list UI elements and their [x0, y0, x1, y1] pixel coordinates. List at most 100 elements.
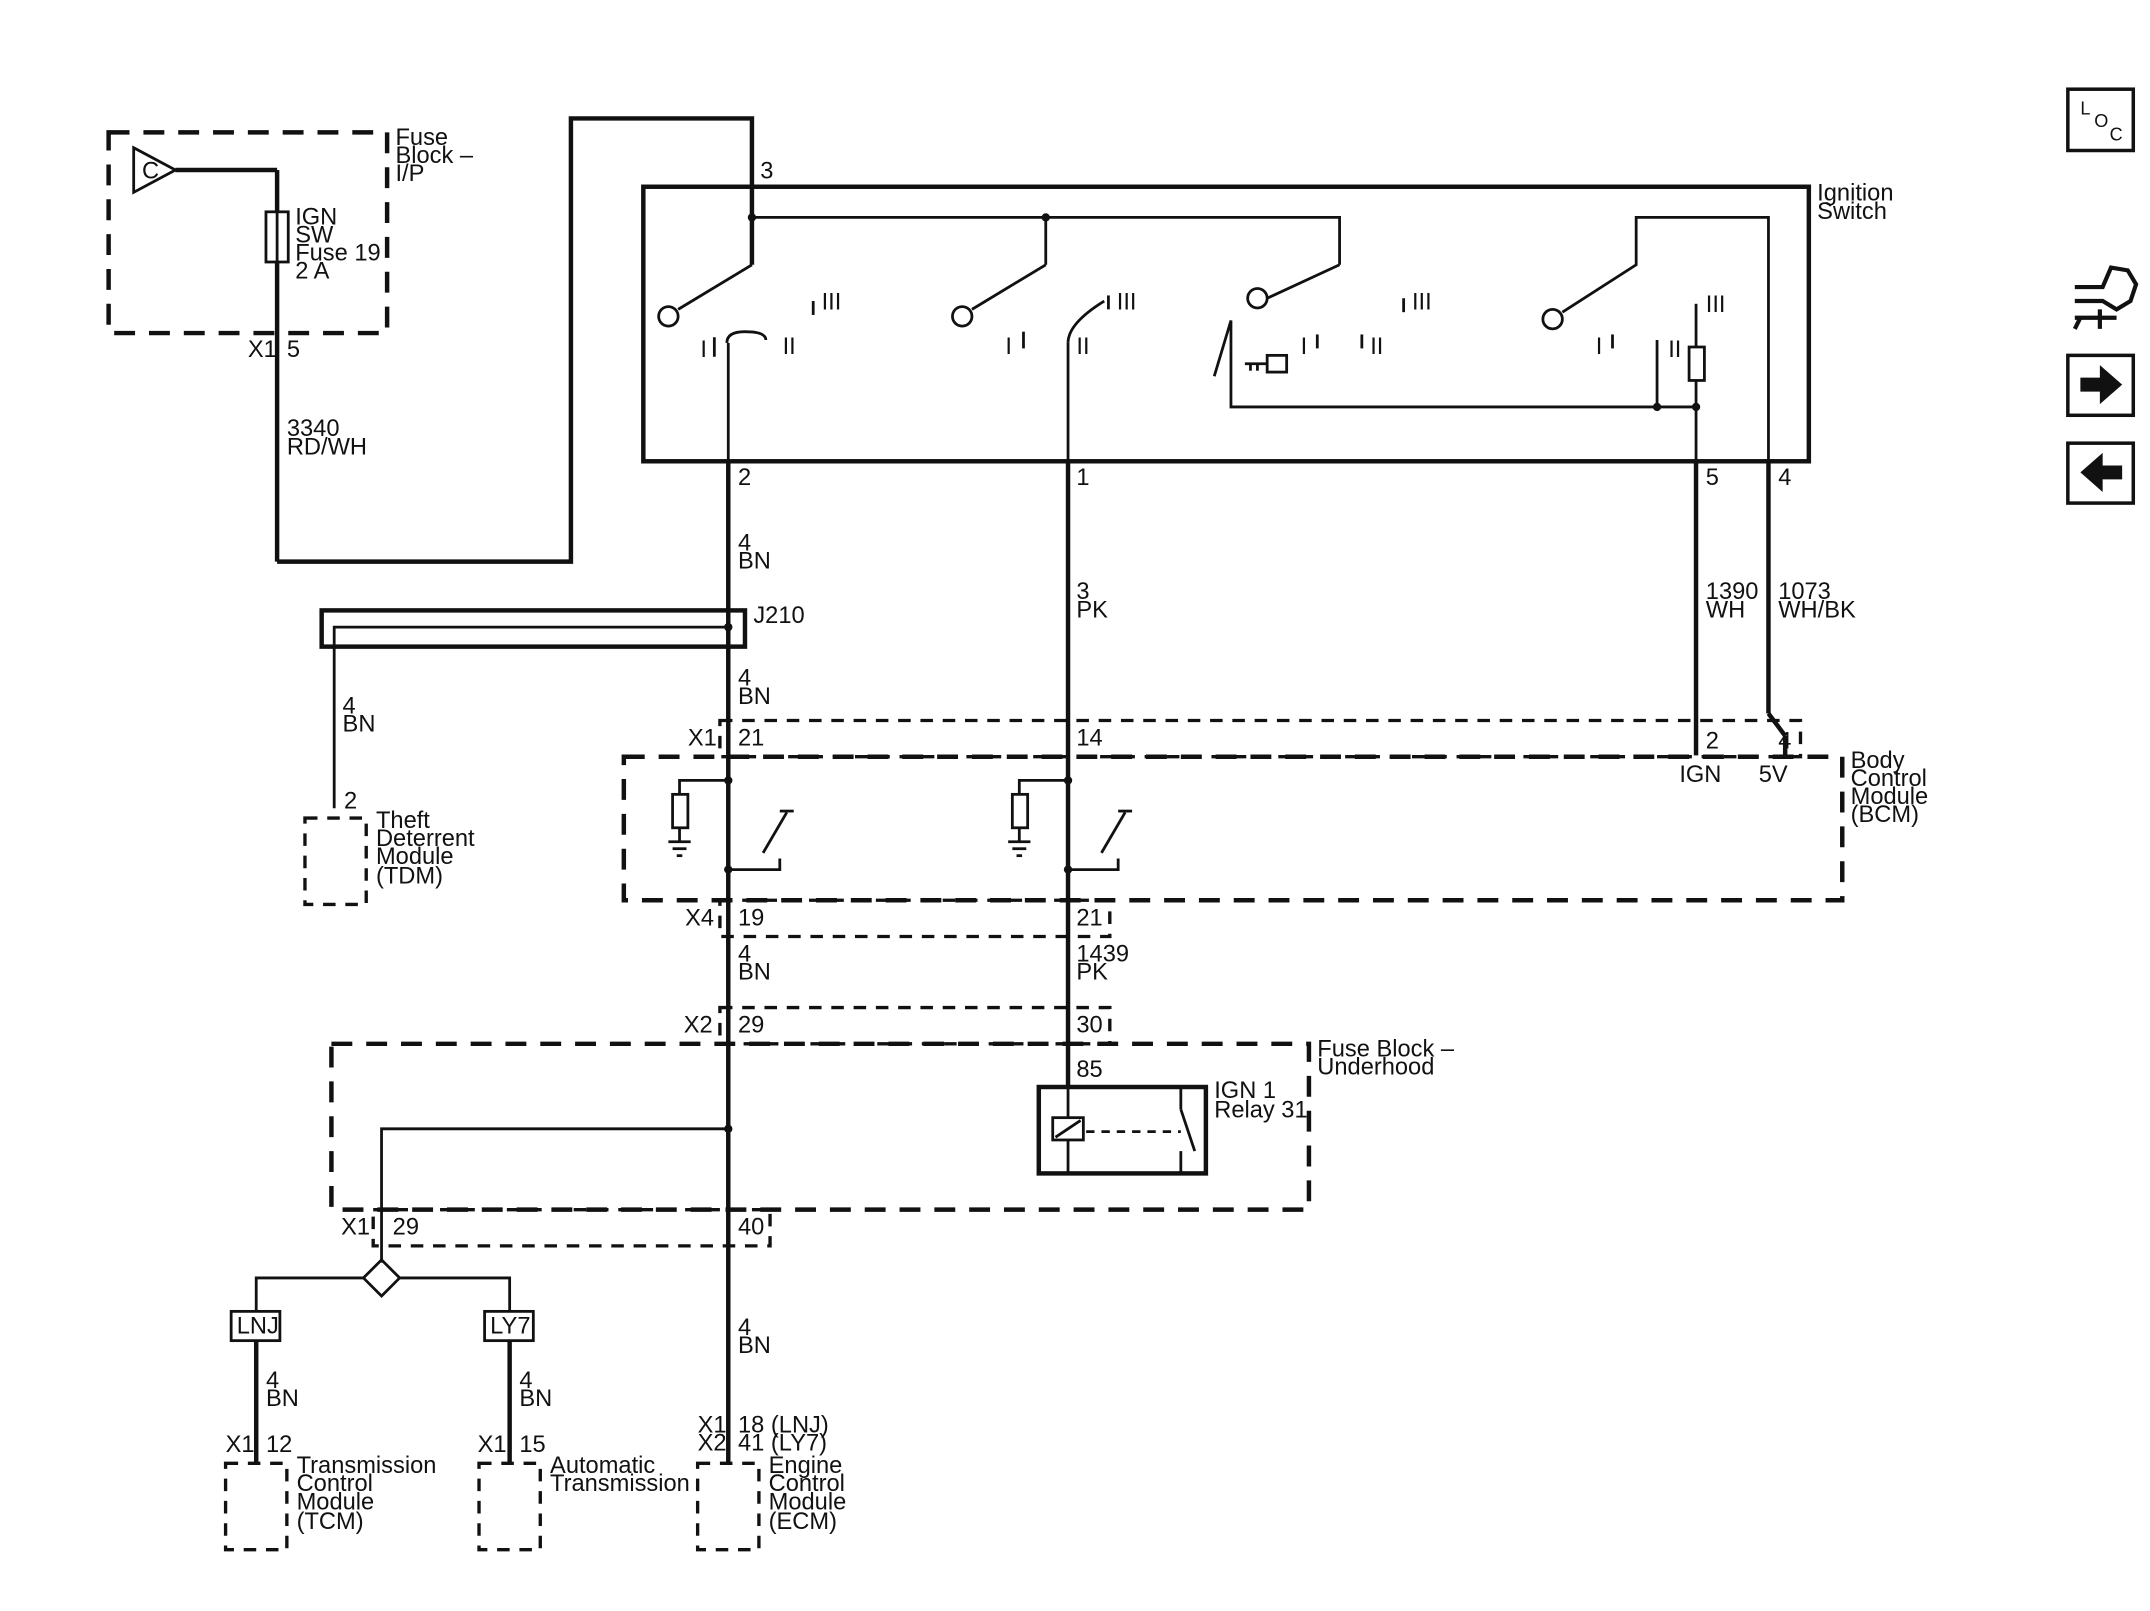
- wire-label: BN: [343, 712, 376, 738]
- loc-button[interactable]: L O C: [2066, 87, 2136, 153]
- wire-label: 4: [738, 942, 751, 968]
- connector-icon[interactable]: [2072, 265, 2139, 330]
- wire-label: BN: [519, 1386, 552, 1412]
- key-icon: [1244, 353, 1289, 374]
- fuse-label-2: SW: [295, 222, 334, 248]
- ecm-label: (ECM): [769, 1509, 837, 1535]
- relay-switch-icon: [1179, 1108, 1197, 1152]
- fuse-label-1: IGN: [295, 204, 337, 230]
- fuse-ip-pin: 5: [287, 337, 300, 363]
- resistor-icon: [1010, 792, 1030, 830]
- bcm-pin: 19: [738, 905, 764, 931]
- ecm-connector: X2: [698, 1431, 727, 1457]
- tcm-pin: 12: [266, 1432, 292, 1458]
- wire-label: PK: [1076, 597, 1108, 623]
- fuse-block-ip: Fuse Block – I/P C IGN SW Fuse 19 2 A X1…: [106, 125, 474, 562]
- wire-label: 3: [1076, 579, 1089, 605]
- pos-label: II: [1668, 337, 1681, 363]
- ignition-switch-pin-4: 4: [1778, 465, 1791, 491]
- ignition-switch-label-2: Switch: [1817, 199, 1887, 225]
- loc-letter: C: [2110, 125, 2123, 145]
- pos-label: III: [1117, 289, 1137, 315]
- splice-label: J210: [753, 603, 804, 629]
- tcm-connector: X1: [226, 1432, 255, 1458]
- bcm-5v-label: 5V: [1759, 762, 1788, 788]
- option-ly7-label: LY7: [490, 1314, 530, 1340]
- switch-pivot-icon: [1541, 307, 1564, 331]
- fuse-label-3: Fuse 19: [295, 241, 381, 267]
- wire-label: PK: [1076, 960, 1108, 986]
- ignition-switch-pin-2: 2: [738, 465, 751, 491]
- engine-control-module: X1 X2 18 (LNJ) 41 (LY7) Engine Control M…: [695, 1413, 846, 1552]
- ignition-switch-label-1: Ignition: [1817, 181, 1893, 207]
- fuse-block-underhood: Fuse Block – Underhood X2 29 30 85 IGN 1…: [329, 1005, 1455, 1263]
- pos-label: III: [822, 289, 842, 315]
- arrow-right-icon[interactable]: [2066, 353, 2136, 418]
- bcm-label: (BCM): [1851, 802, 1919, 828]
- pos-label: I: [1301, 334, 1308, 360]
- tcm-label: Transmission: [297, 1453, 437, 1479]
- wire-label: BN: [738, 684, 771, 710]
- body-control-module: Body Control Module (BCM) X1 21 14 2 4 I…: [621, 718, 1928, 939]
- pos-label: I: [700, 337, 707, 363]
- pos-label: I: [1596, 334, 1603, 360]
- fuse-uh-pin: 29: [393, 1215, 419, 1241]
- wire-label: 4: [738, 530, 751, 556]
- relay-pin-85: 85: [1076, 1057, 1102, 1083]
- wire-label: 1390: [1706, 579, 1759, 605]
- bcm-pin: 14: [1076, 726, 1102, 752]
- bus-label: C: [142, 158, 159, 184]
- fuse-block-ip-label-1: Fuse: [395, 125, 448, 151]
- pos-label: II: [783, 334, 796, 360]
- wire-label: BN: [738, 960, 771, 986]
- tdm-pin: 2: [344, 788, 357, 814]
- ground-icon: [668, 840, 691, 858]
- at-pin: 15: [519, 1432, 545, 1458]
- resistor-icon: [1687, 345, 1706, 382]
- tdm-label: (TDM): [376, 864, 443, 890]
- wire-3340: [277, 116, 755, 564]
- wire-label: 4: [343, 694, 356, 720]
- wire-1073-b: [1766, 712, 1787, 738]
- theft-deterrent-module: 2 Theft Deterrent Module (TDM): [303, 788, 475, 907]
- bcm-connector-x1: X1: [688, 726, 717, 752]
- ignition-switch-pin-3: 3: [760, 158, 773, 184]
- ecm-connector: X1: [698, 1413, 727, 1439]
- bcm-ign-label: IGN: [1679, 762, 1721, 788]
- ignition-switch-pin-1: 1: [1076, 465, 1089, 491]
- switch-pivot-icon: [951, 305, 974, 328]
- ign-1-relay: [1036, 1084, 1209, 1176]
- pos-label: III: [1706, 292, 1726, 318]
- bcm-label: Control: [1851, 766, 1927, 792]
- bcm-pin: 2: [1706, 728, 1719, 754]
- wire-label: 4: [519, 1368, 532, 1394]
- fuse-uh-pin: 40: [738, 1215, 764, 1241]
- arrow-left-icon[interactable]: [2066, 441, 2136, 505]
- splice-j210: J210: [319, 603, 805, 809]
- tdm-label: Theft: [376, 808, 430, 834]
- junction-dot: [747, 213, 757, 222]
- switch-pivot-icon: [657, 305, 680, 328]
- wire-label: BN: [266, 1386, 299, 1412]
- tcm-label: Control: [297, 1471, 373, 1497]
- pos-label: II: [1076, 334, 1089, 360]
- fuse-uh-pin: 30: [1076, 1013, 1102, 1039]
- pos-label: I: [1005, 334, 1012, 360]
- fuse-block-uh-label: Underhood: [1317, 1054, 1434, 1080]
- switch-pivot-icon: [1246, 287, 1269, 310]
- fuse-block-ip-label-3: I/P: [395, 161, 424, 187]
- at-label: Transmission: [550, 1471, 690, 1497]
- wire-label: WH/BK: [1778, 597, 1856, 623]
- fuse-ip-connector: X1: [248, 337, 277, 363]
- switch-icon: [1100, 811, 1127, 854]
- ecm-label: Control: [769, 1471, 845, 1497]
- fuse-block-uh-label: Fuse Block –: [1317, 1036, 1455, 1062]
- wire-label: 4: [738, 666, 751, 692]
- ground-icon: [1008, 840, 1031, 858]
- loc-letter: O: [2094, 111, 2108, 131]
- tcm-label: Module: [297, 1489, 375, 1515]
- option-lnj-label: LNJ: [237, 1314, 279, 1340]
- junction-dot: [1691, 402, 1701, 412]
- fuse-label-4: 2 A: [295, 259, 329, 285]
